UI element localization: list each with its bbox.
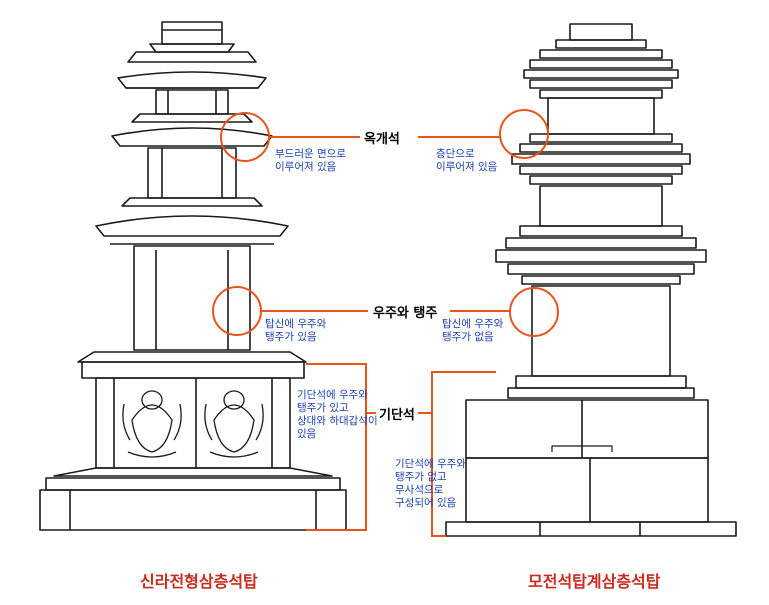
right-base-bracket bbox=[431, 371, 496, 537]
left-pagoda-title: 신라전형삼층석탑 bbox=[140, 572, 258, 591]
right-pillar-highlight bbox=[509, 287, 559, 337]
left-pagoda-drawing bbox=[39, 21, 347, 531]
left-pillar-highlight bbox=[212, 286, 262, 336]
right-roof-note: 층단으로 이루어져 있음 bbox=[436, 148, 498, 173]
right-base-note: 기단석에 우주와 탱주가 없고 무사석으로 구성되어 있음 bbox=[395, 458, 466, 509]
roof-stone-label: 옥개석 bbox=[361, 128, 403, 147]
right-pagoda-title: 모전석탑계삼층석탑 bbox=[528, 572, 661, 591]
left-roof-note: 부드러운 면으로 이루어져 있음 bbox=[275, 148, 346, 173]
right-pagoda-drawing bbox=[445, 23, 737, 537]
right-roof-highlight bbox=[499, 109, 549, 159]
right-pillar-note: 탑신에 우주와 탱주가 없음 bbox=[442, 318, 504, 343]
base-stone-label: 기단석 bbox=[376, 404, 418, 423]
left-roof-highlight bbox=[220, 112, 270, 162]
left-base-bracket bbox=[306, 363, 367, 531]
left-base-note: 기단석에 우주와 탱주가 있고 상대와 하대갑석이 있음 bbox=[297, 389, 378, 440]
pillars-label: 우주와 탱주 bbox=[370, 302, 441, 321]
left-pillar-note: 탑신에 우주와 탱주가 있음 bbox=[265, 318, 327, 343]
